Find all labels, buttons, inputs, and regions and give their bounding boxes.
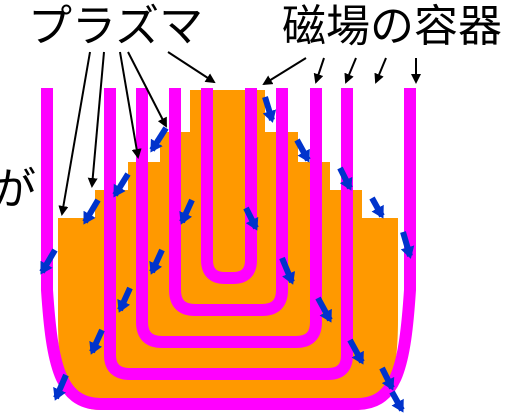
blue-arrow-icon <box>243 206 259 231</box>
blue-arrow-icon <box>149 248 165 275</box>
blue-arrow-icon <box>379 366 395 391</box>
field-line-2 <box>169 88 288 316</box>
black-arrow-icon <box>58 51 91 216</box>
blue-arrow-icon <box>39 248 58 275</box>
blue-arrow-icon <box>389 390 405 413</box>
black-arrow-icon <box>374 57 387 84</box>
blue-arrow-icon <box>315 296 333 323</box>
black-arrow-icon <box>313 57 325 84</box>
blue-arrow-icon <box>149 126 169 153</box>
field-line-5 <box>41 88 416 410</box>
blue-arrow-icon <box>89 328 105 355</box>
blue-arrow-icon <box>294 138 311 163</box>
cut-off-text: が <box>0 164 36 215</box>
plasma-pointers <box>58 51 216 216</box>
blue-arrow-icon <box>337 166 353 191</box>
blue-arrow-icon <box>279 256 295 285</box>
blue-arrow-icon <box>262 96 277 123</box>
blue-arrow-icon <box>347 338 365 365</box>
field-line-3 <box>136 88 322 348</box>
blue-arrow-icon <box>117 286 133 313</box>
container-pointers <box>262 57 421 86</box>
blue-arrow-icon <box>400 231 415 259</box>
black-arrow-icon <box>127 51 167 128</box>
black-arrow-icon <box>344 57 357 84</box>
black-arrow-icon <box>87 51 105 188</box>
black-arrow-icon <box>262 57 307 86</box>
blue-arrow-icon <box>53 373 69 401</box>
field-line-4 <box>104 88 353 380</box>
magnetic-field-lines <box>41 88 416 410</box>
field-line-1 <box>201 88 257 284</box>
blue-arrow-icon <box>112 172 131 198</box>
flow-arrows <box>39 96 415 413</box>
blue-arrow-icon <box>179 198 195 225</box>
blue-arrow-icon <box>369 196 385 219</box>
blue-arrow-icon <box>82 198 101 225</box>
plasma-label: プラズマ <box>28 1 204 52</box>
magnetic-container-label: 磁場の容器 <box>282 1 502 52</box>
black-arrow-icon <box>167 51 216 84</box>
black-arrow-icon <box>119 51 142 159</box>
